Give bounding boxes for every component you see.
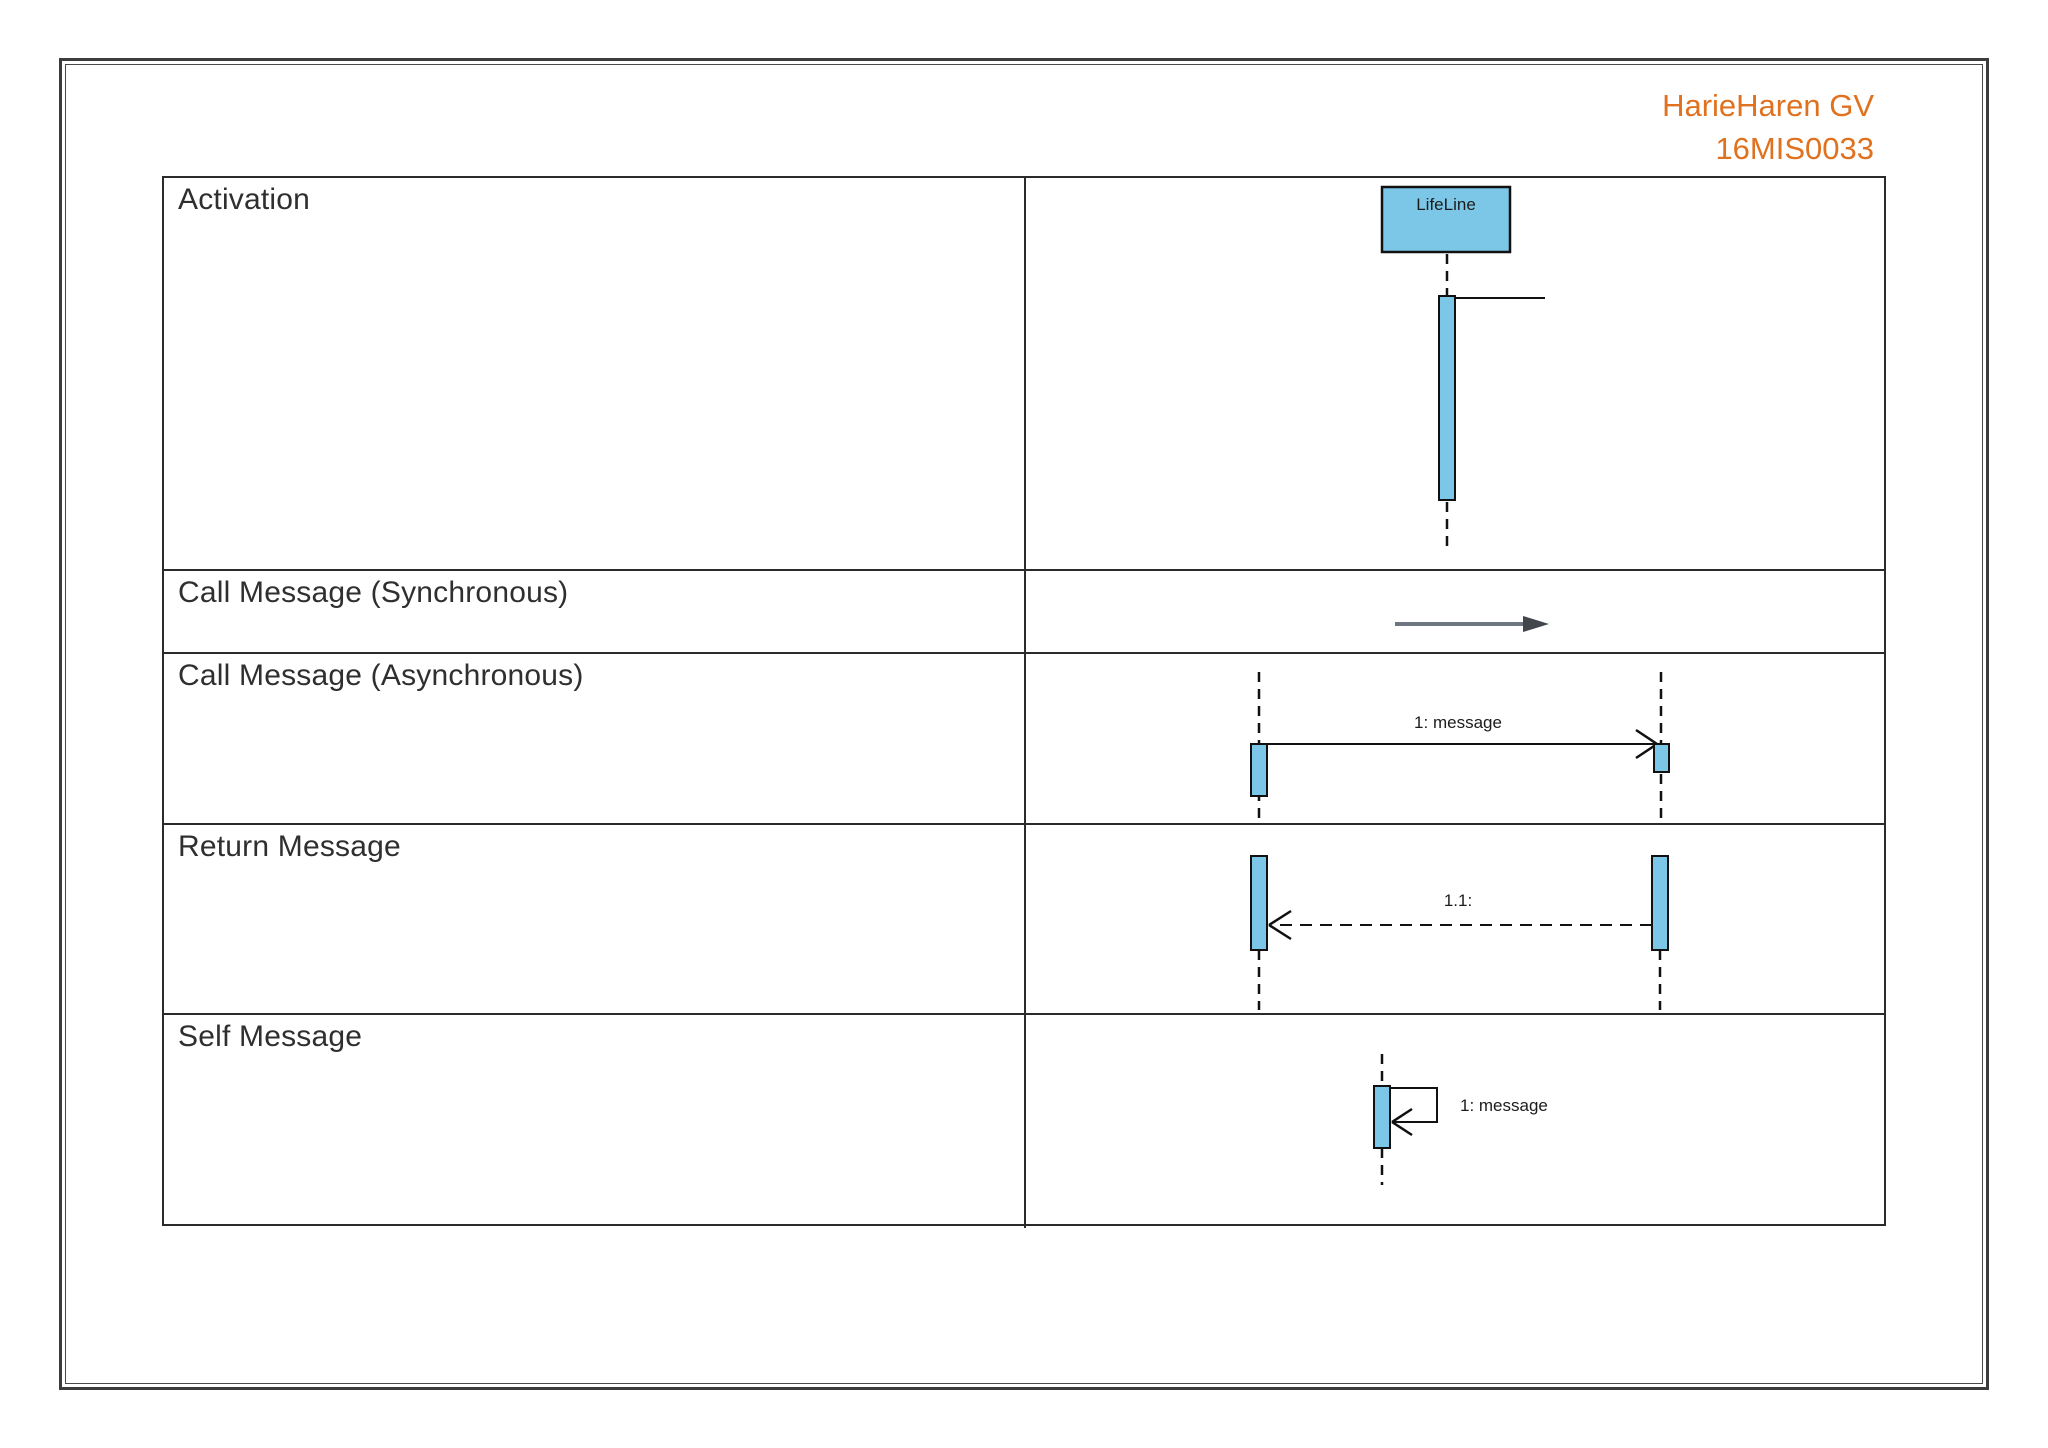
return-message-label: 1.1:: [1444, 891, 1472, 910]
async-message-label: 1: message: [1414, 713, 1502, 732]
return-message-diagram: 1.1:: [1250, 855, 1669, 1010]
self-loop-line: [1390, 1087, 1438, 1123]
diagram-cell-call-sync: [1026, 571, 1884, 652]
activation-bar: [1250, 743, 1268, 797]
page-frame: [59, 58, 1989, 1390]
table-row: Call Message (Asynchronous) 1: message: [164, 654, 1884, 825]
page-frame-inner-line: [65, 64, 1983, 1384]
diagram-cell-self: 1: message: [1026, 1015, 1884, 1228]
row-label-call-sync: Call Message (Synchronous): [164, 571, 1026, 652]
return-arrow-head: [1268, 923, 1292, 941]
activation-bar: [1653, 743, 1670, 773]
row-label-call-async: Call Message (Asynchronous): [164, 654, 1026, 823]
author-credit: HarieHaren GV 16MIS0033: [1662, 84, 1874, 170]
self-arrow-head: [1391, 1107, 1413, 1124]
async-arrow-head: [1635, 728, 1658, 746]
row-label-return: Return Message: [164, 825, 1026, 1013]
table-row: Return Message 1.1:: [164, 825, 1884, 1015]
activation-diagram: LifeLine: [1380, 185, 1545, 549]
lifeline-box-label: LifeLine: [1416, 195, 1476, 214]
sync-call-diagram: [1395, 616, 1549, 632]
author-id: 16MIS0033: [1715, 131, 1874, 166]
activation-bar: [1438, 295, 1456, 501]
activation-bar: [1250, 855, 1268, 951]
table-row: Self Message 1: message: [164, 1015, 1884, 1228]
author-name: HarieHaren GV: [1662, 88, 1874, 123]
row-label-activation: Activation: [164, 178, 1026, 569]
return-arrow-head: [1268, 909, 1292, 927]
self-message-label: 1: message: [1460, 1096, 1548, 1115]
self-message-diagram: 1: message: [1373, 1054, 1548, 1185]
async-call-diagram: 1: message: [1250, 672, 1670, 820]
activation-bar: [1373, 1085, 1391, 1149]
diagram-cell-return: 1.1:: [1026, 825, 1884, 1013]
sync-arrow-head: [1523, 616, 1549, 632]
lifeline-box: [1380, 185, 1512, 254]
table-row: Call Message (Synchronous): [164, 571, 1884, 654]
self-arrow-head: [1391, 1120, 1413, 1137]
row-label-self: Self Message: [164, 1015, 1026, 1228]
table-row: Activation LifeLine: [164, 178, 1884, 571]
diagram-cell-call-async: 1: message: [1026, 654, 1884, 823]
diagram-cell-activation: LifeLine: [1026, 178, 1884, 569]
notation-table: Activation LifeLine Call Message (Synchr…: [162, 176, 1886, 1228]
activation-bar: [1651, 855, 1669, 951]
